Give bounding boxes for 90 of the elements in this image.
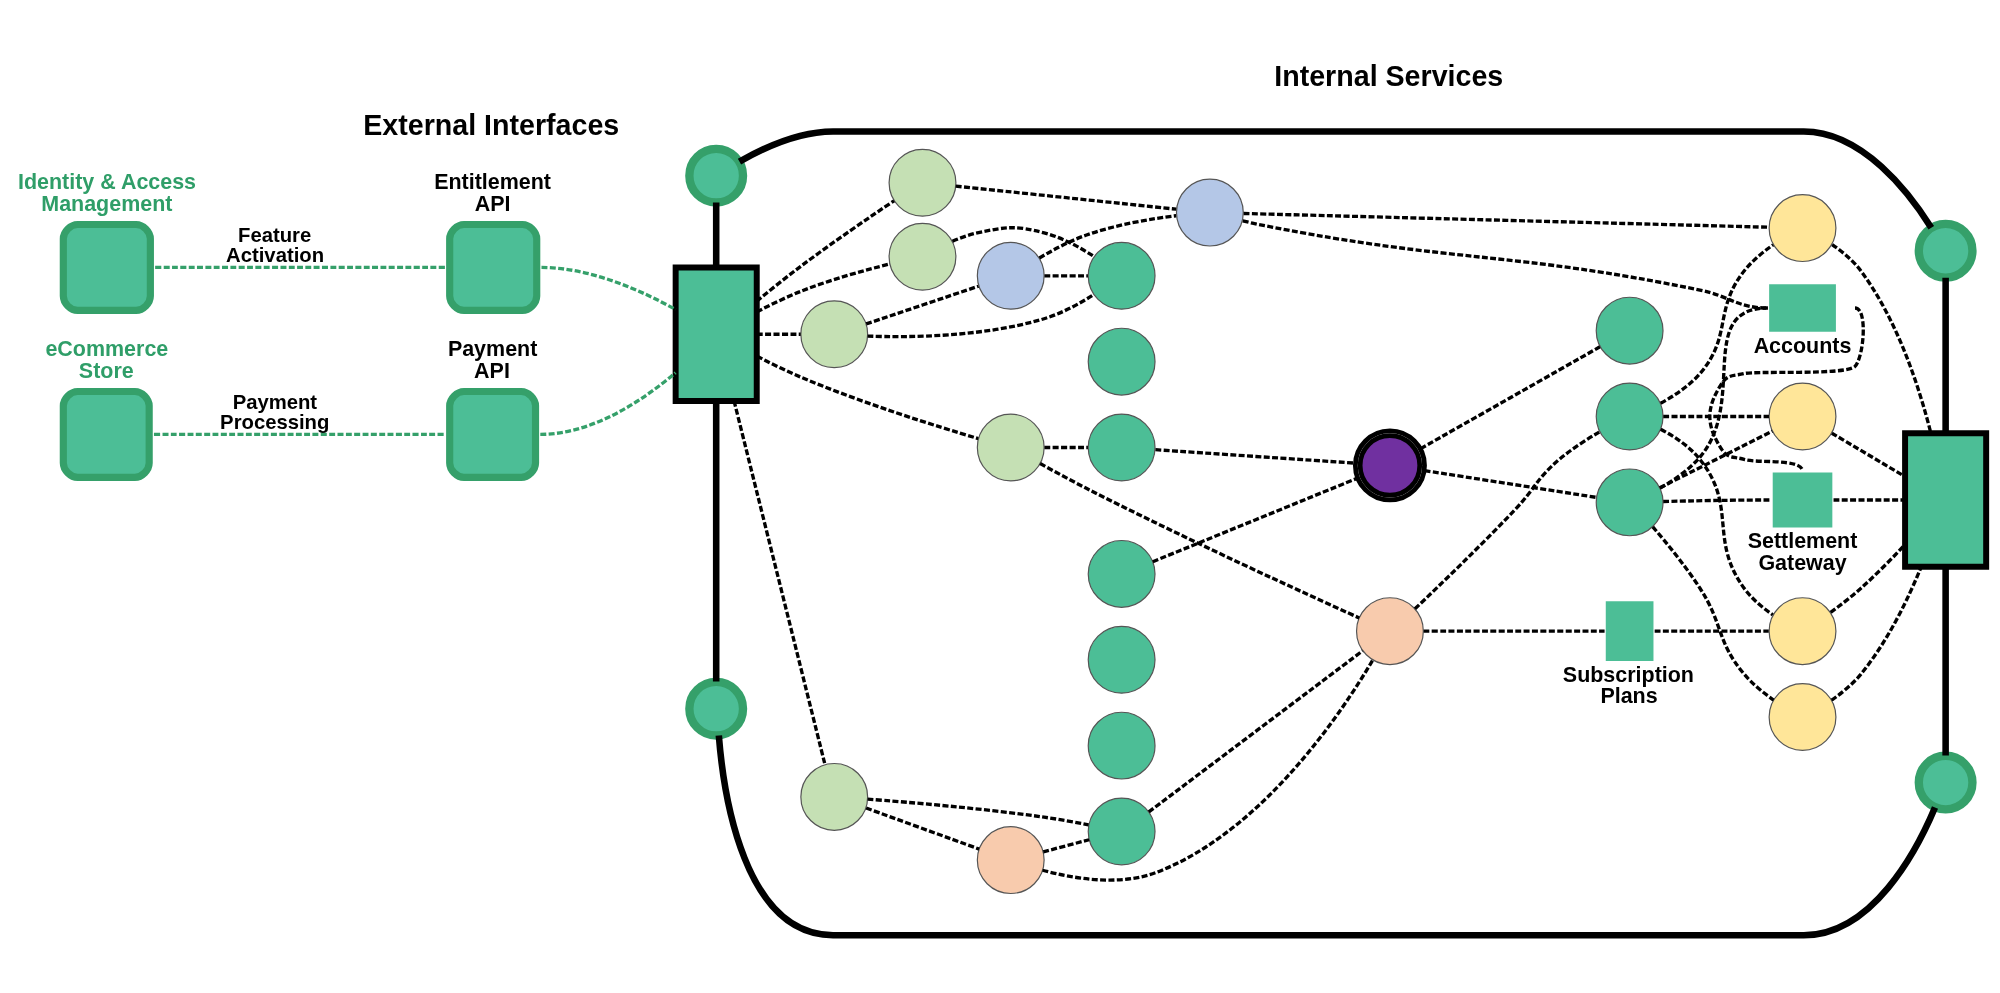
connector <box>1942 566 1949 756</box>
connector <box>1042 837 1090 853</box>
connector <box>867 797 1089 826</box>
node-circle <box>1087 625 1156 694</box>
node-circle <box>1087 711 1156 780</box>
connector <box>865 806 980 851</box>
node-label: Subscription Plans <box>1562 662 1694 708</box>
node-circle <box>1355 596 1424 665</box>
connector <box>715 734 1938 938</box>
node-box <box>1605 600 1654 661</box>
node-label: Entitlement API <box>434 169 551 216</box>
connector <box>756 354 979 440</box>
connector <box>737 127 1935 230</box>
node-box <box>1902 429 1990 570</box>
node-circle <box>1352 427 1427 502</box>
connector <box>1044 445 1088 449</box>
node-circle <box>1087 539 1156 608</box>
connector <box>155 265 445 269</box>
node-circle <box>1768 382 1837 450</box>
label: Internal Services <box>1274 59 1504 92</box>
connector <box>1942 277 1949 433</box>
connector <box>1831 431 1906 478</box>
connector <box>1423 629 1605 633</box>
node-circle <box>800 762 869 831</box>
connector <box>756 332 801 336</box>
connector <box>955 184 1177 211</box>
node-circle <box>1087 797 1156 865</box>
connector <box>1654 629 1769 633</box>
node-label: Identity & Access Management <box>18 169 197 216</box>
connector <box>1155 447 1356 465</box>
node-circle <box>1087 241 1156 310</box>
connector <box>1663 414 1769 418</box>
connector <box>153 432 445 436</box>
connector <box>1663 497 1772 503</box>
connector <box>951 225 1095 258</box>
connector <box>1242 218 1768 310</box>
connector <box>1659 429 1773 489</box>
connector <box>712 202 720 267</box>
node-box <box>672 263 760 404</box>
connector <box>756 261 890 313</box>
node-circle <box>1914 219 1977 282</box>
connector <box>1152 476 1359 563</box>
connector <box>1042 658 1375 882</box>
node-box <box>1772 472 1833 527</box>
connector <box>1708 305 1865 472</box>
node-label: eCommerce Store <box>45 336 169 383</box>
connector <box>1413 429 1601 610</box>
node-circle <box>685 144 748 207</box>
connector <box>1044 273 1088 277</box>
node-circle <box>1087 413 1156 481</box>
node-circle <box>1768 682 1837 751</box>
node-circle <box>1595 467 1664 536</box>
node-label: Settlement Gateway <box>1747 528 1858 575</box>
node-circle <box>685 677 748 740</box>
connector <box>1039 461 1360 619</box>
connector <box>867 292 1095 338</box>
connector <box>1831 242 1933 433</box>
label: External Interfaces <box>363 108 620 141</box>
node-circle <box>976 413 1045 481</box>
node-circle <box>1595 382 1664 450</box>
node-circle <box>1595 296 1664 365</box>
connector <box>1830 566 1923 701</box>
edge-label: Payment Processing <box>220 390 330 433</box>
node-label: Payment API <box>447 336 538 383</box>
node-circle <box>1175 178 1244 247</box>
connector <box>1038 213 1177 259</box>
connector <box>540 370 677 436</box>
connector <box>1651 525 1775 701</box>
connector <box>1243 211 1769 229</box>
connector <box>1659 427 1774 616</box>
node-circle <box>1768 193 1837 262</box>
node-circle <box>1768 596 1837 665</box>
node-circle <box>888 148 957 217</box>
node-label: Accounts <box>1753 333 1852 358</box>
node-circle <box>888 222 957 291</box>
connector <box>541 265 677 311</box>
node-box <box>1769 283 1836 332</box>
node-circle <box>1914 751 1977 814</box>
connector <box>1419 344 1601 450</box>
connector <box>1833 497 1905 502</box>
node-circle <box>1087 327 1156 396</box>
edge-label: Feature Activation <box>226 223 325 266</box>
node-circle <box>976 241 1045 310</box>
connector <box>865 284 980 325</box>
connector <box>1147 648 1364 813</box>
connector <box>1659 305 1769 489</box>
node-circle <box>976 825 1045 894</box>
connector <box>1424 468 1597 499</box>
connector <box>1659 242 1775 405</box>
node-circle <box>800 299 869 368</box>
